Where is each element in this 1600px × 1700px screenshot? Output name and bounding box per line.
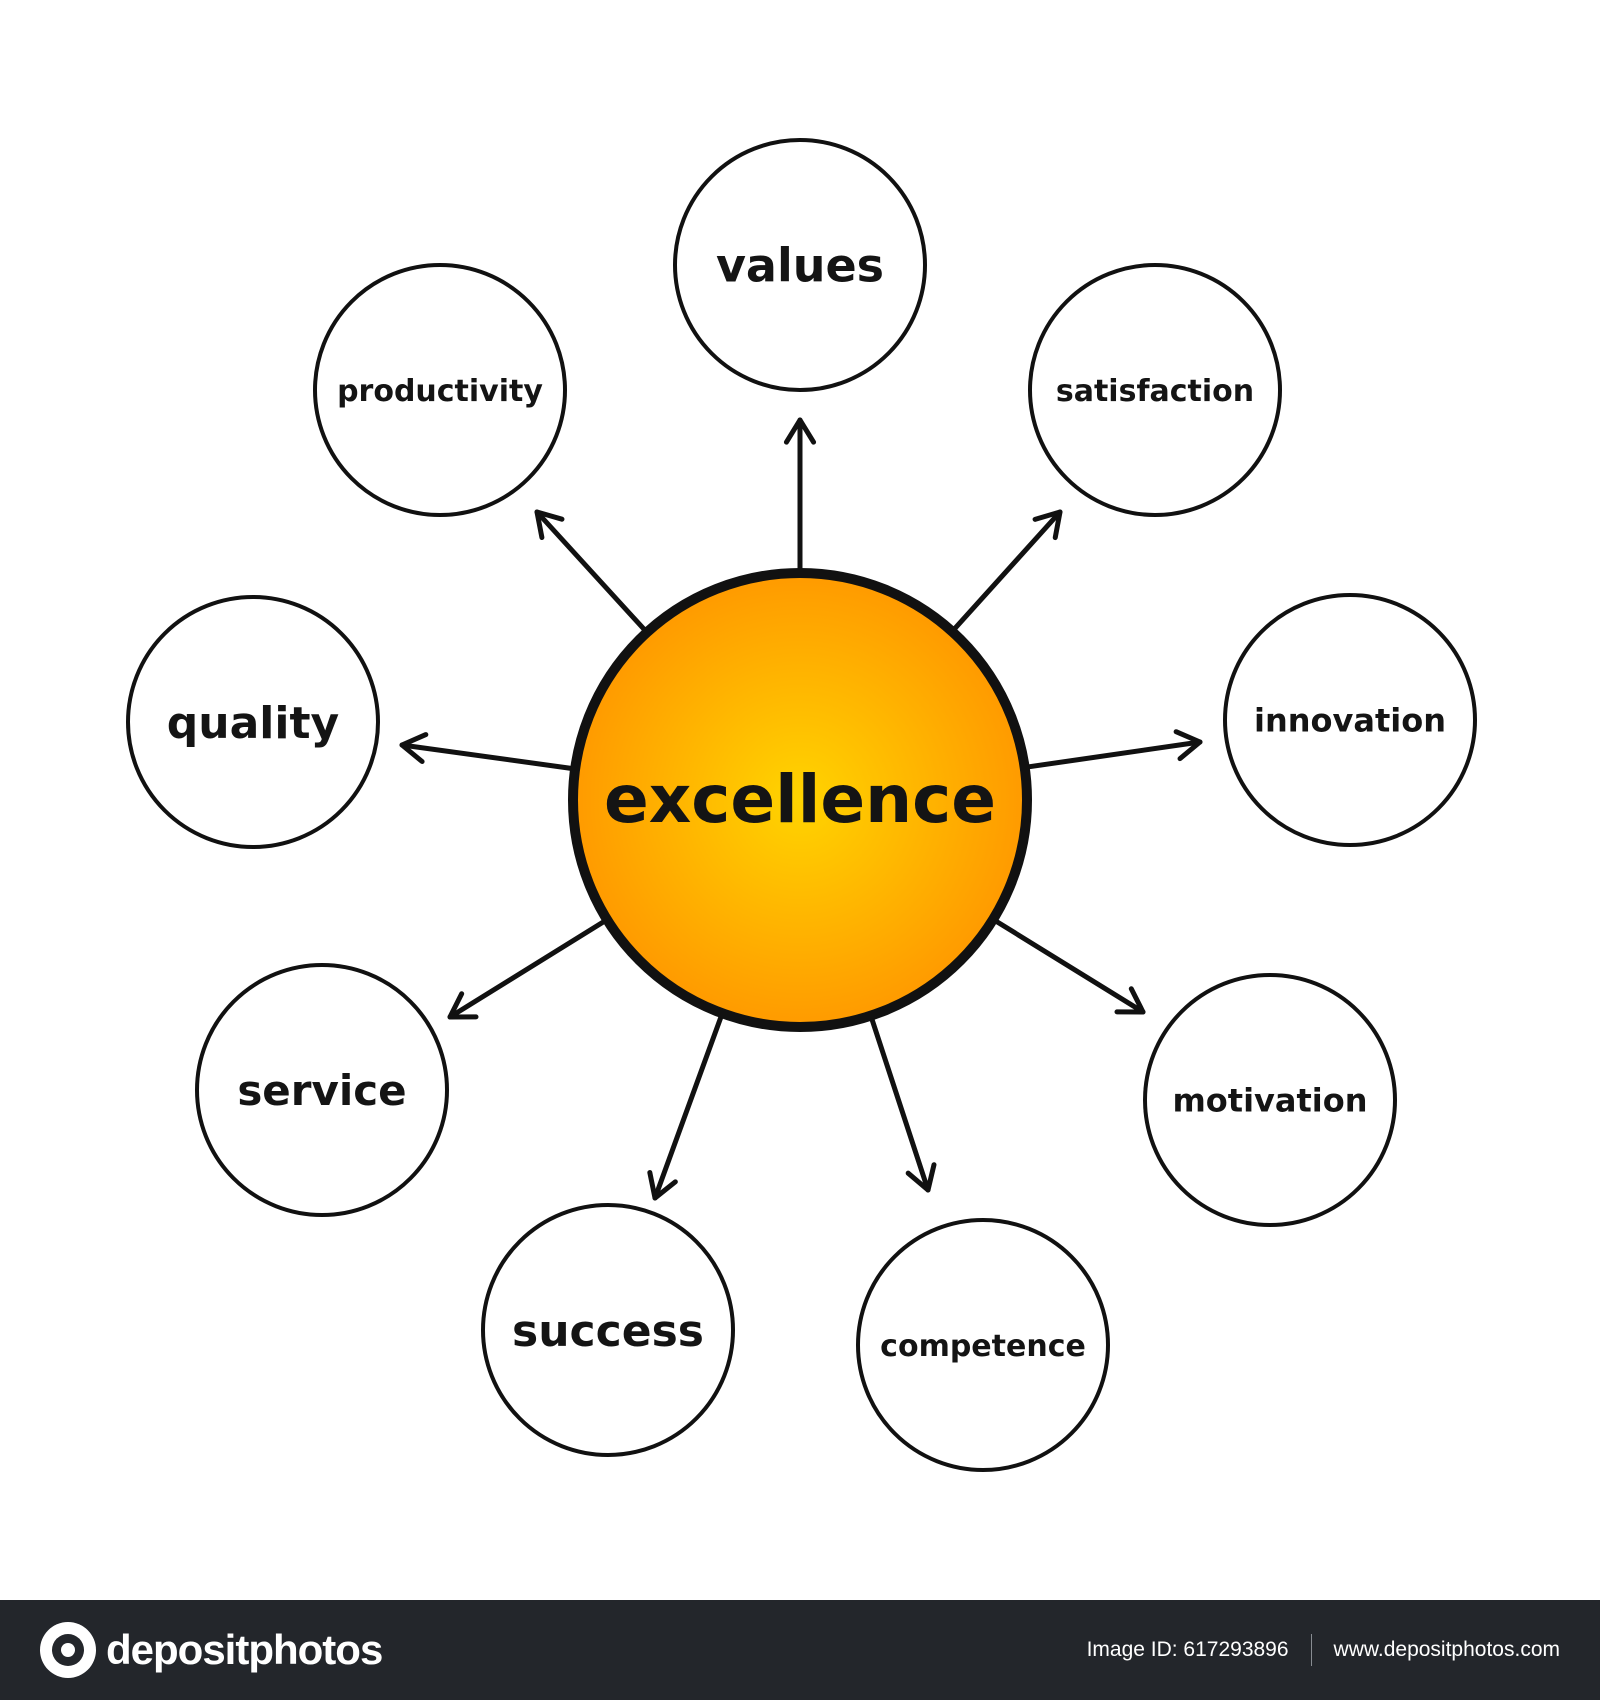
arrow-to-productivity [534, 509, 647, 632]
topic-node-productivity: productivity [313, 263, 567, 517]
topic-node-innovation: innovation [1223, 593, 1477, 847]
brand-name: depositphotos [106, 1626, 383, 1673]
center-node: excellence [568, 568, 1032, 1032]
topic-node-competence: competence [856, 1218, 1110, 1472]
arrow-to-success [652, 1015, 724, 1201]
arrowhead-success [647, 1170, 678, 1201]
camera-aperture-icon [40, 1622, 96, 1678]
arrowhead-satisfaction [1032, 509, 1063, 541]
arrow-to-competence [869, 1017, 931, 1193]
topic-label-innovation: innovation [1254, 702, 1446, 740]
arrowhead-quality [399, 732, 429, 764]
topic-circle-innovation [1223, 593, 1477, 847]
topic-circle-satisfaction [1028, 263, 1282, 517]
topic-node-motivation: motivation [1143, 973, 1397, 1227]
topic-node-satisfaction: satisfaction [1028, 263, 1282, 517]
topic-nodes: values satisfaction innovation motivation co… [126, 138, 1477, 1472]
arrow-to-motivation [994, 919, 1146, 1015]
arrowhead-values [783, 417, 817, 445]
arrow-to-satisfaction [952, 509, 1063, 631]
topic-circle-motivation [1143, 973, 1397, 1227]
image-id-text: Image ID: 617293896 [1086, 1638, 1289, 1661]
topic-label-service: service [237, 1066, 406, 1115]
topic-circle-productivity [313, 263, 567, 517]
topic-circle-competence [856, 1218, 1110, 1472]
topic-circle-quality [126, 595, 380, 849]
arrowhead-service [447, 991, 479, 1020]
topic-circle-success [481, 1203, 735, 1457]
arrowhead-competence [905, 1162, 937, 1193]
topic-label-motivation: motivation [1172, 1082, 1367, 1120]
brand-logo: depositphotos [40, 1622, 383, 1678]
site-url-text: www.depositphotos.com [1333, 1638, 1560, 1661]
arrowhead-motivation [1114, 986, 1146, 1015]
topic-label-success: success [512, 1306, 704, 1357]
connector-arrows [399, 417, 1203, 1201]
arrow-to-innovation [1027, 739, 1203, 770]
arrow-to-quality [399, 742, 573, 771]
arrowhead-productivity [534, 509, 565, 541]
topic-label-satisfaction: satisfaction [1056, 374, 1254, 409]
topic-label-values: values [716, 239, 884, 293]
footer-info: Image ID: 617293896 www.depositphotos.co… [1087, 1634, 1560, 1666]
topic-node-service: service [195, 963, 449, 1217]
topic-label-competence: competence [880, 1329, 1086, 1364]
topic-node-quality: quality [126, 595, 380, 849]
topic-node-success: success [481, 1203, 735, 1457]
topic-circle-service [195, 963, 449, 1217]
topic-label-productivity: productivity [337, 374, 543, 409]
footer-divider [1310, 1634, 1312, 1666]
topic-circle-values [673, 138, 927, 392]
topic-node-values: values [673, 138, 927, 392]
topic-label-quality: quality [167, 698, 339, 749]
arrow-to-service [447, 919, 606, 1020]
mind-map-diagram: values satisfaction innovation motivation co… [126, 138, 1477, 1472]
center-circle [568, 568, 1032, 1032]
arrowhead-innovation [1173, 729, 1203, 762]
center-label: excellence [604, 761, 996, 838]
watermark-footer-bar: depositphotos Image ID: 617293896 www.de… [0, 1600, 1600, 1700]
